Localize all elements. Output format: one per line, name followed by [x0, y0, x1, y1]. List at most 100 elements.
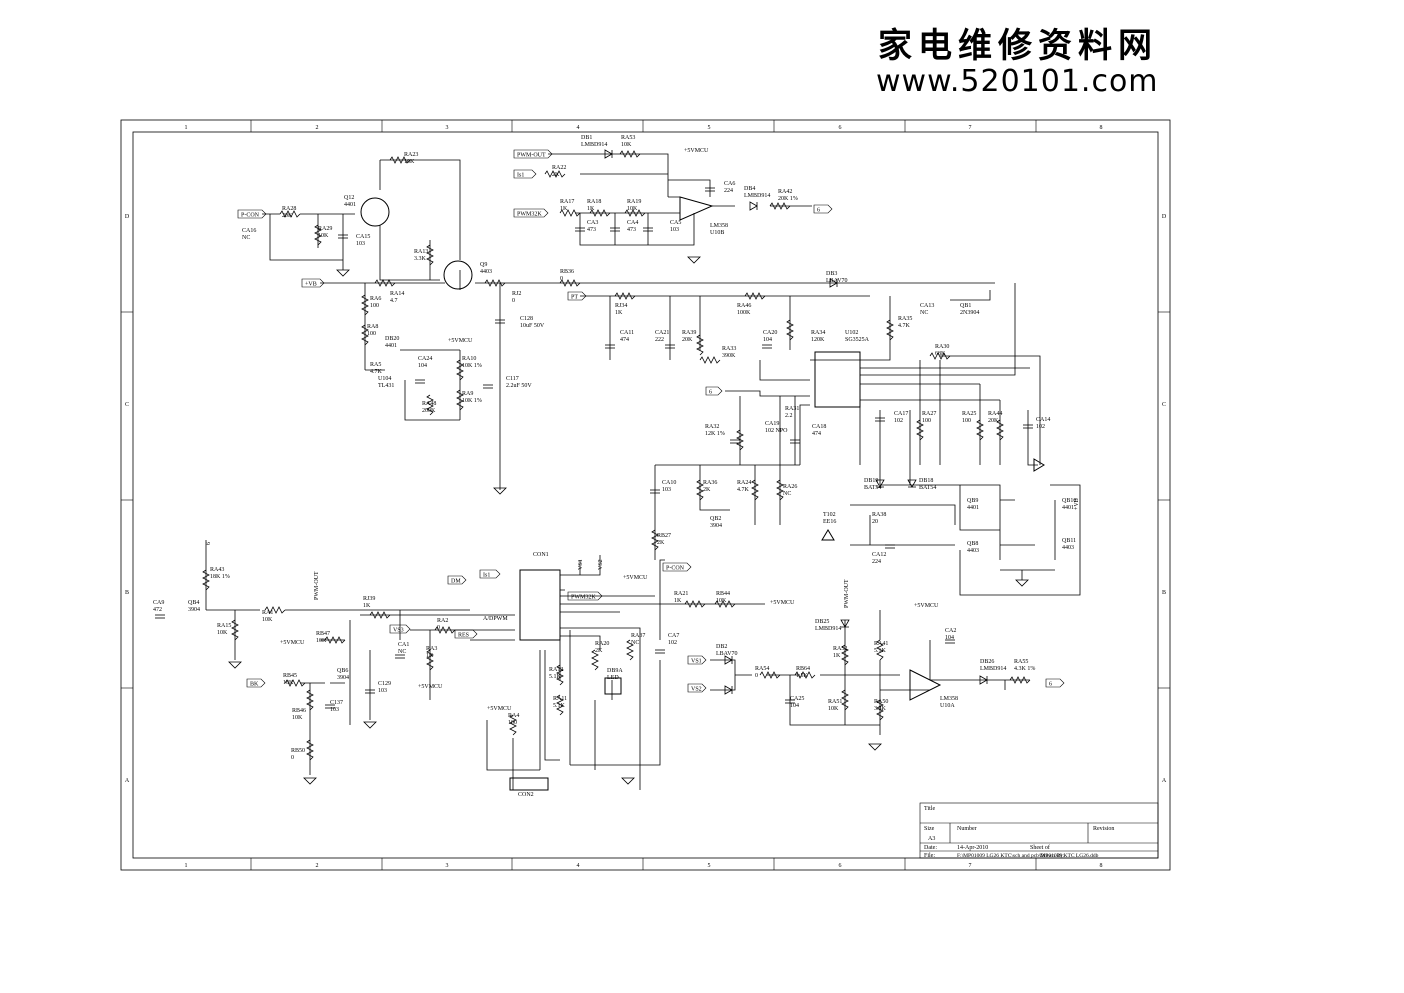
component-ra5: RA54.7K — [370, 362, 383, 375]
resistor-symbol — [626, 639, 634, 661]
resistor-symbol — [759, 671, 781, 679]
component-value: LMBD914 — [581, 142, 607, 148]
component-value: 4.7K — [370, 369, 383, 375]
net-label-text: VS2 — [598, 559, 604, 570]
diode-symbol — [979, 675, 988, 685]
column-number-bottom: 4 — [577, 863, 580, 869]
component-value: 10K — [316, 638, 327, 644]
component-value: 4.3K 1% — [1014, 666, 1035, 672]
supply-label: +5VMCU — [487, 706, 512, 712]
size-value: A3 — [928, 836, 935, 842]
diode-symbol — [604, 149, 613, 159]
component-ref: RB50 — [291, 748, 305, 754]
resistor-symbol — [426, 649, 434, 671]
component-value: 10K — [621, 142, 632, 148]
component-ref: RA26 — [783, 484, 797, 490]
ground-arrow — [1033, 458, 1045, 472]
component-ref: RA51 — [828, 699, 842, 705]
component-ref: C128 — [520, 316, 533, 322]
db9a-led — [604, 677, 622, 695]
component-value: 100 — [922, 418, 931, 424]
net-label-text: PWM32K — [571, 595, 596, 601]
component-ref: CA11 — [620, 330, 634, 336]
column-number-top: 6 — [839, 125, 842, 131]
resistor-symbol — [306, 689, 314, 711]
component-value: 10K — [292, 715, 303, 721]
component-ref: QB2 — [710, 516, 721, 522]
component-ref: CA20 — [763, 330, 777, 336]
component-ref: RA36 — [703, 480, 717, 486]
component-value: 4.7 — [390, 298, 398, 304]
net-label-pt: PT — [567, 291, 587, 301]
resistor-symbol — [284, 679, 306, 687]
title-label: Title — [924, 806, 935, 812]
column-number-top: 7 — [969, 125, 972, 131]
component-value: 4401 — [385, 343, 397, 349]
net-label-text: VS1 — [691, 659, 702, 665]
component-ref: RA21 — [674, 591, 688, 597]
component-value: 100 — [508, 720, 517, 726]
resistor-symbol — [314, 224, 322, 246]
net-label-num6: 6 — [813, 204, 833, 214]
component-ref: RB44 — [716, 591, 730, 597]
net-label-vs2: VS2 — [687, 683, 707, 693]
component-value: 2K — [657, 540, 665, 546]
resistor-symbol — [696, 334, 704, 356]
component-value: SG3525A — [845, 337, 870, 343]
component-ref: RA8 — [367, 324, 378, 330]
component-ref: RA1 — [262, 610, 273, 616]
resistor-symbol — [916, 419, 924, 441]
net-label-vb-vertical: +VB — [1074, 498, 1080, 510]
component-value: 10K — [627, 206, 638, 212]
component-ref: CA1 — [398, 642, 409, 648]
supply-label: +5VMCU — [280, 640, 305, 646]
component-value: 4.7K — [737, 487, 750, 493]
component-value: 10K — [217, 630, 228, 636]
component-ref: RA17 — [560, 199, 574, 205]
component-ref: QB10 — [1062, 498, 1076, 504]
component-value: 1K — [833, 653, 841, 659]
component-labels: DB1LMBD914RA5310KRA222KRA171KRA181KRA191… — [153, 135, 1076, 798]
component-ref: CA14 — [1036, 417, 1050, 423]
component-value: NC — [398, 649, 406, 655]
resistor-symbol — [684, 600, 706, 608]
component-ref: U104 — [378, 376, 391, 382]
component-ref: RA33 — [722, 346, 736, 352]
column-number-bottom: 3 — [446, 863, 449, 869]
component-value: 68K — [935, 351, 946, 357]
resistor-symbol — [591, 649, 599, 671]
con2-connector — [509, 777, 549, 791]
resistor-symbol — [306, 739, 314, 761]
component-value: 100 — [962, 418, 971, 424]
net-label-pwm32k: PWM32K — [513, 208, 549, 218]
component-value: 10uF 50V — [520, 323, 545, 329]
wires — [205, 153, 1081, 790]
row-letter-right: A — [1162, 778, 1167, 784]
resistor-symbol — [202, 569, 210, 591]
component-value: 10K 1% — [462, 363, 482, 369]
resistor-symbol — [929, 352, 951, 360]
column-number-bottom: 5 — [708, 863, 711, 869]
